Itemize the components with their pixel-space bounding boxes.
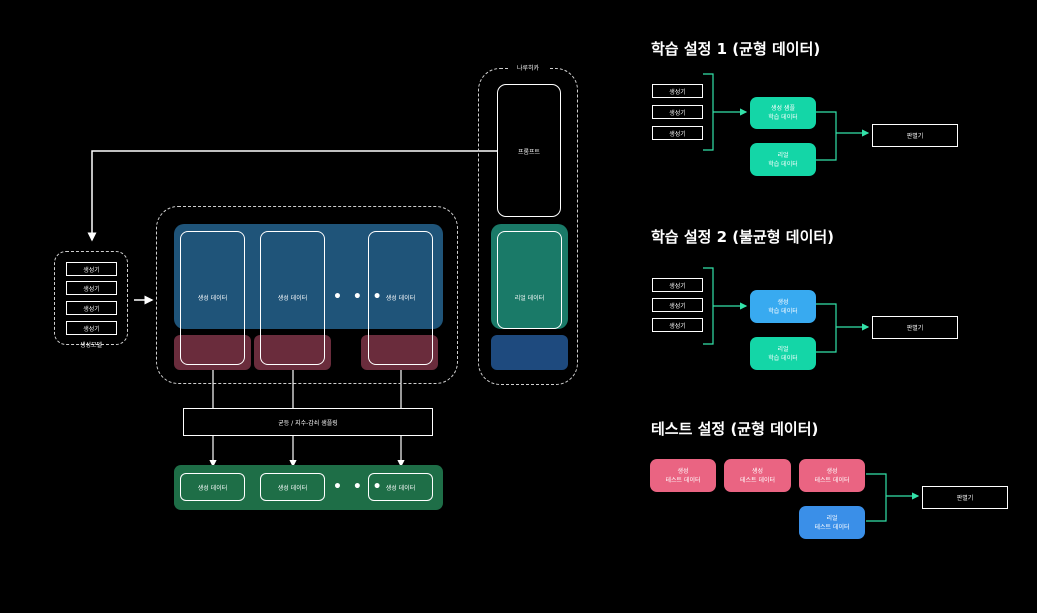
generated-data-card-2-label: 생성 데이터 [277,295,308,302]
setup1-gen-sample-box: 생성 샘플 학습 데이터 [750,97,816,129]
generator-box-2: 생성기 [66,281,117,295]
real-data-card [497,231,562,329]
test-gen-box-1: 생성 테스트 데이터 [650,459,716,492]
test-title: 테스트 설정 (균형 데이터) [651,420,819,438]
setup2-generator-2: 생성기 [652,298,703,312]
test-discriminator: 판별기 [922,486,1008,509]
setup2-real-box: 리얼 학습 데이터 [750,337,816,370]
setup1-generator-3: 생성기 [652,126,703,140]
generator-model-group [54,251,128,345]
generator-box-1: 생성기 [66,262,117,276]
setup2-title: 학습 설정 2 (불균형 데이터) [651,228,835,246]
generator-box-3: 생성기 [66,301,117,315]
generator-box-4: 생성기 [66,321,117,335]
prompt-box [497,84,561,217]
generated-data-group [156,206,458,384]
setup1-generator-1: 생성기 [652,84,703,98]
test-real-box: 리얼 테스트 데이터 [799,506,865,539]
sampled-data-card-3: 생성 데이터 [368,473,433,501]
setup1-real-box: 리얼 학습 데이터 [750,143,816,176]
setup2-gen-box: 생성 학습 데이터 [750,290,816,323]
setup1-title: 학습 설정 1 (균형 데이터) [651,40,821,58]
setup1-generator-2: 생성기 [652,105,703,119]
generated-data-card-1 [180,231,245,365]
setup1-discriminator: 판별기 [872,124,958,147]
test-gen-box-2: 생성 테스트 데이터 [724,459,791,492]
generated-data-blue-band [174,224,443,329]
test-gen-box-3: 생성 테스트 데이터 [799,459,865,492]
generated-data-card-3 [368,231,433,365]
ellipsis-1: • • • [333,289,385,305]
real-data-green-block [491,224,568,329]
sampling-box: 균등 / 지수-감쇠 샘플링 [183,408,433,436]
generator-model-label: 생성모델 [79,342,103,349]
sampled-data-card-1: 생성 데이터 [180,473,245,501]
naruhika-label: 나루히카 [508,63,548,72]
real-data-navy-block [491,335,568,370]
generated-data-card-3-label: 생성 데이터 [385,295,416,302]
prompt-label: 프롬프트 [517,149,541,156]
ellipsis-2: • • • [333,479,385,495]
real-data-label: 리얼 데이터 [514,295,545,302]
sampled-data-band [174,465,443,510]
setup2-generator-3: 생성기 [652,318,703,332]
setup2-discriminator: 판별기 [872,316,958,339]
setup2-generator-1: 생성기 [652,278,703,292]
sampled-data-card-2: 생성 데이터 [260,473,325,501]
generated-data-card-2 [260,231,325,365]
generated-data-card-1-label: 생성 데이터 [197,295,228,302]
